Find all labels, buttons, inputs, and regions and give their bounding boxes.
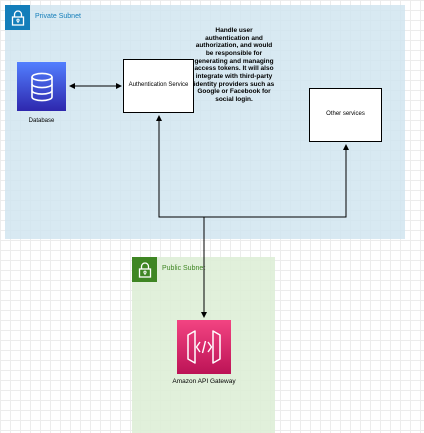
database-icon[interactable] [17,62,66,111]
public-subnet-label: Public Subnet [162,265,206,272]
gateway-to-auth-connector [156,115,204,218]
public-subnet-badge [132,257,157,282]
private-subnet-label: Private Subnet [35,13,81,20]
api-gateway-icon[interactable] [177,320,231,374]
api-gateway-label: Amazon API Gateway [172,378,236,385]
authentication-service-box[interactable]: Authentication Service [123,59,194,113]
database-label: Database [28,118,55,124]
auth-service-note: Handle user authentication and authoriza… [193,27,275,103]
authentication-service-label: Authentication Service [128,82,189,89]
private-subnet-badge [5,5,30,30]
lock-icon [138,261,151,278]
gateway-to-other-services-connector [204,144,349,218]
other-services-label: Other services [326,111,365,118]
lock-icon [11,9,24,26]
other-services-box[interactable]: Other services [309,88,382,142]
